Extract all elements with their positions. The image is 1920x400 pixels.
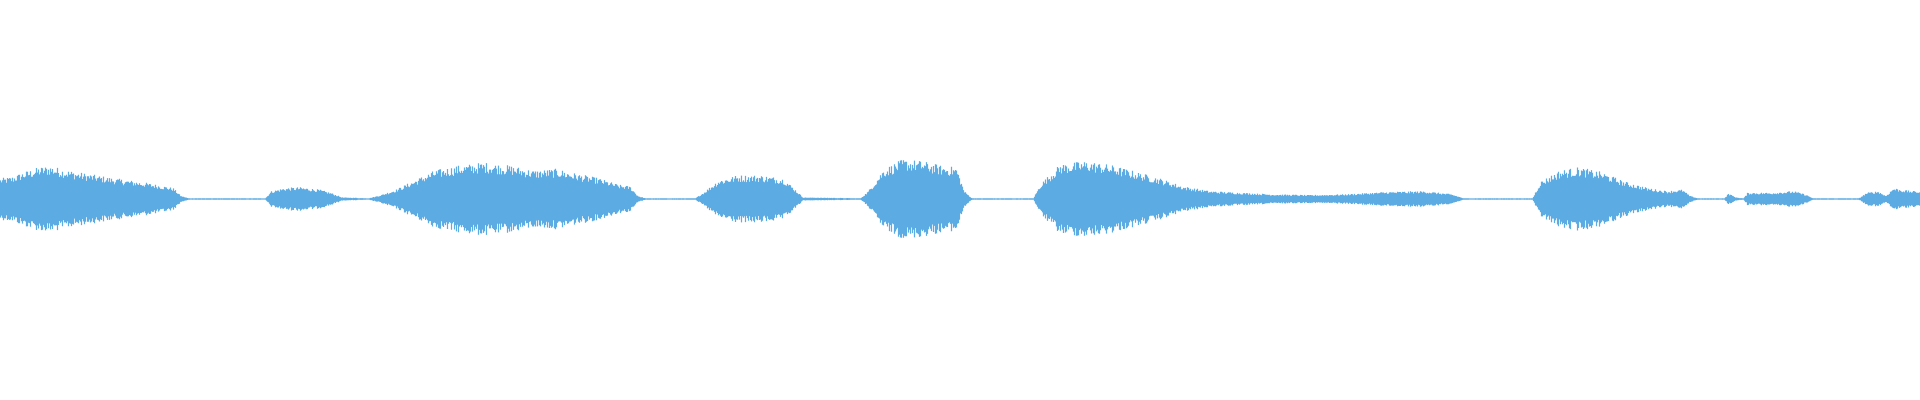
audio-waveform: [0, 160, 1920, 238]
waveform-graphic: [0, 160, 1920, 238]
